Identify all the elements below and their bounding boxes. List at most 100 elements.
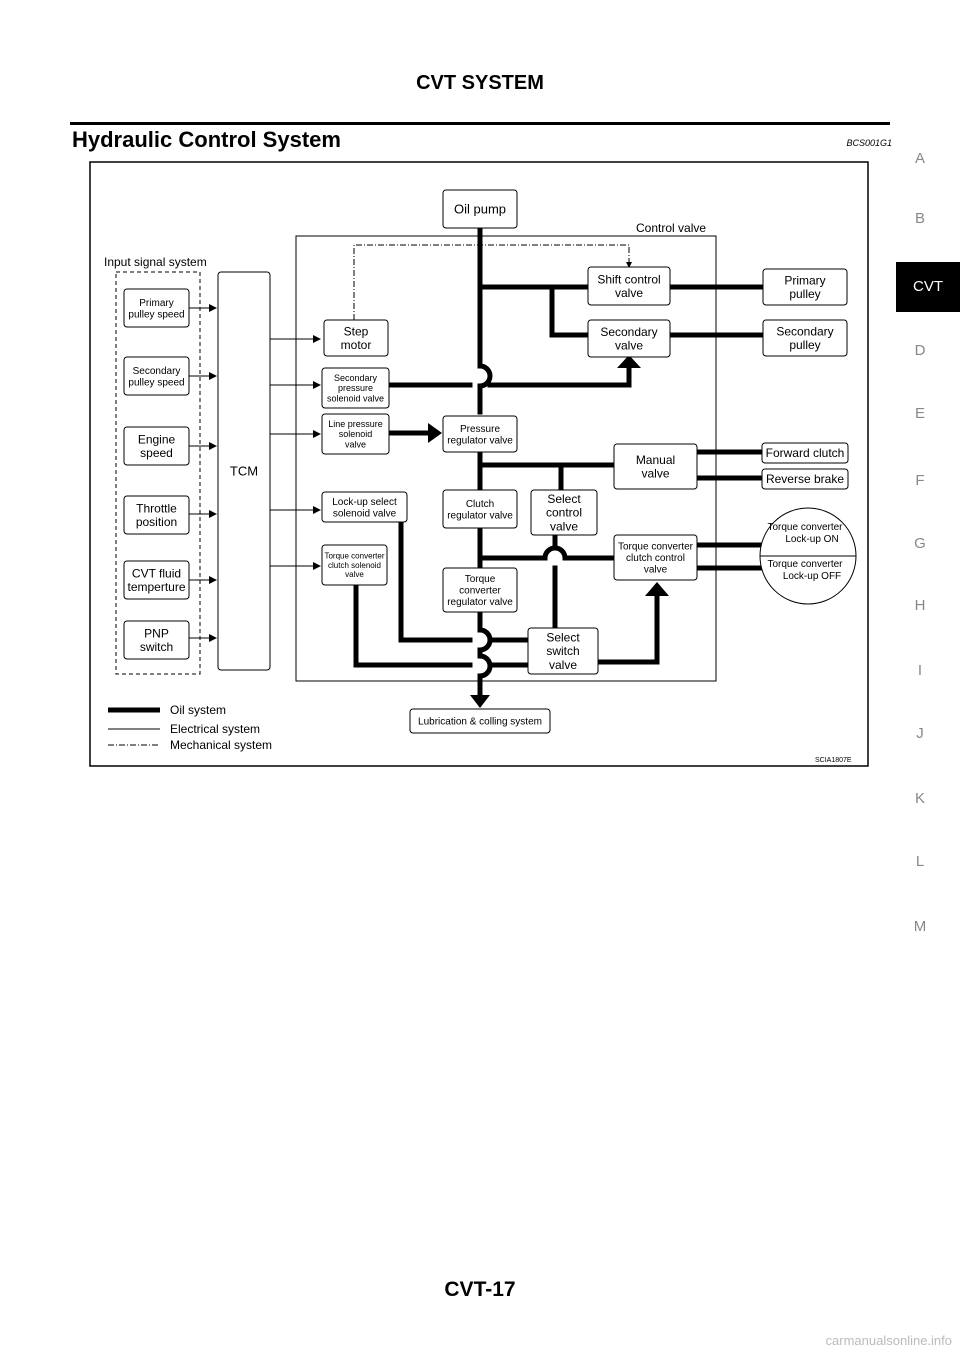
pressure-reg-label-0: Pressure	[460, 424, 500, 435]
sec-solenoid-label-0: Secondary	[334, 373, 378, 383]
side-tab-i[interactable]: I	[917, 662, 923, 679]
figure-code: SCIA1807E	[815, 757, 852, 764]
lockup-on-label-1: Lock-up ON	[785, 534, 838, 545]
reverse-brake-box: Reverse brake	[761, 468, 849, 490]
mechanical-line	[353, 244, 630, 320]
side-tab-j[interactable]: J	[916, 725, 924, 742]
tc-solenoid-label-2: valve	[345, 570, 364, 579]
manual-valve-label-1: valve	[641, 467, 669, 481]
select-switch-label-0: Select	[546, 630, 580, 644]
control-valve-region	[295, 235, 717, 682]
lockup-circle	[759, 507, 857, 605]
page-header: CVT SYSTEM	[416, 72, 544, 94]
tcm-label-0: TCM	[230, 464, 258, 479]
figure-frame	[89, 161, 869, 767]
legend-oil: Oil system	[170, 703, 226, 717]
oil-arrowheads	[428, 355, 669, 708]
step-motor-label-0: Step	[344, 324, 369, 338]
secondary-valve-label-0: Secondary	[600, 325, 657, 339]
watermark: carmanualsonline.info	[825, 1333, 952, 1348]
side-tab-l[interactable]: L	[915, 853, 925, 870]
side-tab-a[interactable]: A	[914, 150, 925, 167]
lockup-off-label-1: Lock-up OFF	[783, 571, 841, 582]
oil-hop-1	[477, 363, 493, 389]
forward-clutch-box: Forward clutch	[761, 442, 849, 464]
hydraulic-control-diagram: Input signal system Control valve	[89, 161, 869, 767]
secondary-pulley-label-1: pulley	[789, 338, 820, 352]
secondary-valve-label-1: valve	[615, 339, 643, 353]
primary-speed-label-1: pulley speed	[128, 309, 184, 320]
lubrication-box: Lubrication & colling system	[409, 708, 551, 734]
side-tab-m[interactable]: M	[913, 918, 927, 935]
clutch-reg-label-0: Clutch	[466, 499, 494, 510]
select-switch-label-1: switch	[546, 644, 579, 658]
lockup-on-label-0: Torque converter	[767, 522, 843, 533]
side-tab-k[interactable]: K	[914, 790, 925, 807]
select-control-label-1: control	[546, 506, 582, 520]
control-valve-label: Control valve	[636, 221, 706, 235]
side-tab-d[interactable]: D	[914, 342, 926, 359]
pnp-label-0: PNP	[144, 626, 169, 640]
lockup-off-label-0: Torque converter	[767, 559, 843, 570]
clutch-reg-label-1: regulator valve	[447, 510, 513, 521]
line-solenoid-label-2: valve	[345, 440, 366, 450]
side-tab-g[interactable]: G	[914, 535, 926, 552]
header-rule	[70, 122, 890, 125]
step-motor-label-1: motor	[341, 338, 372, 352]
line-solenoid-label-0: Line pressure	[328, 419, 383, 429]
legend: Oil system Electrical system Mechanical …	[108, 703, 272, 752]
page-footer: CVT-17	[444, 1278, 516, 1301]
select-control-label-0: Select	[547, 492, 581, 506]
manual-valve-label-0: Manual	[636, 453, 675, 467]
secondary-speed-label-0: Secondary	[133, 366, 181, 377]
lubrication-label-0: Lubrication & colling system	[418, 717, 542, 728]
fluid-temp-label-1: temperture	[127, 580, 185, 594]
primary-pulley-label-0: Primary	[784, 273, 825, 287]
section-title: Hydraulic Control System	[72, 127, 341, 152]
tc-clutch-control-label-0: Torque converter	[618, 542, 694, 553]
line-solenoid-label-1: solenoid	[339, 429, 373, 439]
tc-reg-label-0: Torque	[465, 574, 496, 585]
tc-solenoid-label-0: Torque converter	[324, 552, 384, 561]
tc-clutch-control-label-1: clutch control	[626, 553, 685, 564]
input-signal-region	[115, 271, 201, 675]
throttle-label-1: position	[136, 515, 177, 529]
side-tab-b[interactable]: B	[914, 210, 925, 227]
secondary-speed-label-1: pulley speed	[128, 377, 184, 388]
fluid-temp-label-0: CVT fluid	[132, 566, 181, 580]
sec-solenoid-label-2: solenoid valve	[327, 394, 384, 404]
tc-reg-label-2: regulator valve	[447, 597, 513, 608]
legend-electrical: Electrical system	[170, 722, 260, 736]
side-tab-e[interactable]: E	[914, 405, 925, 422]
oil-lines	[353, 225, 765, 698]
tcm-box: TCM	[217, 271, 271, 671]
side-tab-h[interactable]: H	[914, 597, 926, 614]
reverse-brake-label-0: Reverse brake	[766, 472, 844, 486]
side-tab-cvt[interactable]: CVT	[896, 262, 960, 312]
shift-control-label-0: Shift control	[597, 272, 660, 286]
forward-clutch-label-0: Forward clutch	[766, 446, 845, 460]
pnp-label-1: switch	[140, 640, 173, 654]
section-code: BCS001G1	[846, 138, 892, 148]
side-tab-f[interactable]: F	[915, 472, 925, 489]
sec-solenoid-label-1: pressure	[338, 383, 373, 393]
electrical-lines	[189, 304, 321, 642]
